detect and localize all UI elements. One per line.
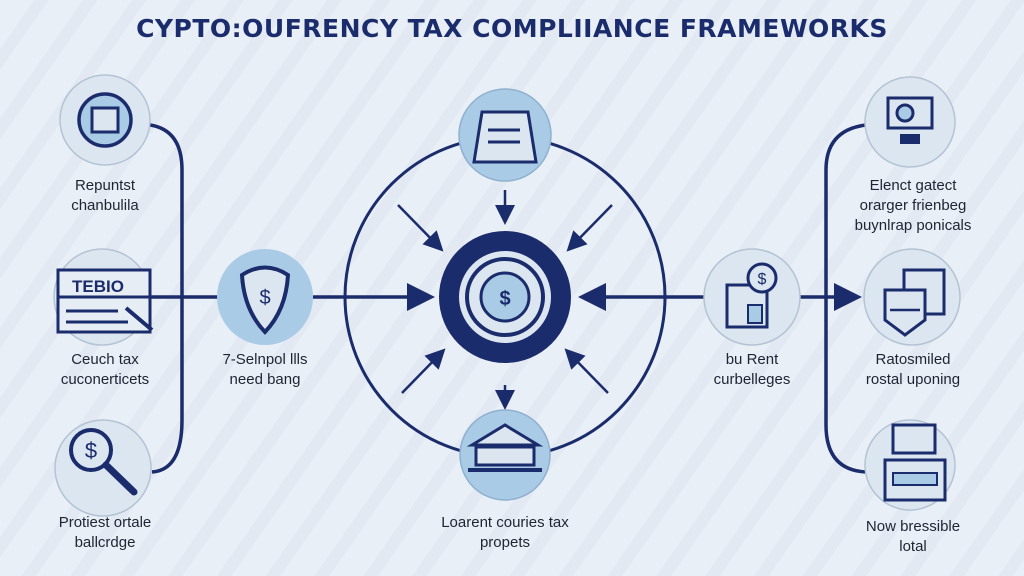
label-right-mid-left: bu Rent curbelleges <box>652 350 852 390</box>
svg-text:$: $ <box>758 271 767 288</box>
label-line: buynlrap ponicals <box>854 217 972 234</box>
camera-register-icon <box>864 76 956 168</box>
card-text: TEBIO <box>72 277 124 296</box>
page-title: CYPTO:OUFRENCY TAX COMPLIIANCE FRAMEWORK… <box>136 14 888 43</box>
label-line: Ceuch tax <box>71 351 139 368</box>
terminal-icon <box>864 419 956 511</box>
label-line: lotal <box>899 538 927 555</box>
label-right-top: Elenct gatect orarger frienbeg buynlrap … <box>813 176 1013 236</box>
label-line: bu Rent <box>725 351 779 368</box>
label-shield: 7-Selnpol llls need bang <box>165 350 365 390</box>
label-line: Loarent couries tax <box>441 514 569 531</box>
label-line: 7-Selnpol llls <box>222 351 308 368</box>
label-left-bottom: Protiest ortale ballcrdge <box>5 513 205 553</box>
label-line: chanbulila <box>71 197 139 214</box>
shield-dollar-icon: $ <box>217 249 313 345</box>
svg-text:$: $ <box>499 288 510 310</box>
form-card-icon: TEBIO <box>53 248 154 346</box>
diagonal-arrows <box>397 204 613 394</box>
label-line: curbelleges <box>713 371 791 388</box>
label-line: Now bressible <box>865 518 961 535</box>
label-line: Repuntst <box>74 177 136 194</box>
magnifier-dollar-icon: $ <box>54 419 152 517</box>
target-hub-icon: $ <box>439 231 571 363</box>
government-building-icon <box>459 409 551 501</box>
reports-icon <box>863 248 961 346</box>
label-line: Elenct gatect <box>869 177 957 194</box>
label-line: need bang <box>229 371 301 388</box>
label-center-bottom: Loarent couries tax propets <box>405 513 605 553</box>
label-right-bottom: Now bressible lotal <box>813 517 1013 557</box>
label-line: rostal uponing <box>865 371 961 388</box>
label-line: Protiest ortale <box>58 514 152 531</box>
document-scroll-icon <box>458 88 552 182</box>
svg-text:$: $ <box>259 287 270 309</box>
label-line: propets <box>479 534 531 551</box>
document-stamp-icon <box>59 74 151 166</box>
label-line: orarger frienbeg <box>859 197 967 214</box>
label-right-mid: Ratosmiled rostal uponing <box>813 350 1013 390</box>
dollar-document-icon: $ <box>703 248 801 346</box>
label-line: ballcrdge <box>74 534 136 551</box>
label-line: cuconerticets <box>60 371 150 388</box>
label-left-mid: Ceuch tax cuconerticets <box>5 350 205 390</box>
label-line: Ratosmiled <box>875 351 951 368</box>
svg-text:$: $ <box>85 438 97 463</box>
label-left-top: Repuntst chanbulila <box>5 176 205 216</box>
